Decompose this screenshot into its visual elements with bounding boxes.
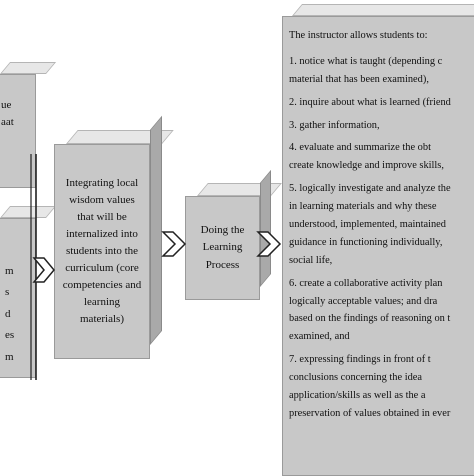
right-box: The instructor allows students to: 1. no…	[282, 16, 474, 476]
right-box-line: logically acceptable values; and dra	[289, 295, 438, 307]
right-box-line: material that has been examined),	[289, 73, 429, 85]
right-box-intro: The instructor allows students to:	[289, 30, 428, 41]
left-bottom-fragment: s	[5, 286, 10, 299]
left-bottom-fragment: es	[5, 329, 15, 342]
right-box-line: 5. logically investigate and analyze the	[289, 183, 451, 195]
chevron-arrow-icon	[256, 231, 282, 257]
left-bottom-fragment: m	[5, 350, 14, 363]
left-top-fragment: ue	[1, 99, 12, 111]
left-bottom-box: m s d es m	[0, 218, 36, 378]
right-box-line: 4. evaluate and summarize the obt	[289, 142, 431, 154]
right-box-line: 7. expressing findings in front of t	[289, 354, 431, 366]
process-box: Doing the Learning Process	[185, 196, 260, 300]
chevron-arrow-icon	[32, 257, 55, 283]
right-box-line: examined, and	[289, 331, 350, 343]
right-box-line: social life,	[289, 254, 333, 266]
right-box-line: conclusions concerning the idea	[289, 372, 423, 384]
right-box-line: 1. notice what is taught (depending c	[289, 55, 443, 67]
right-box-line: application/skills as well as the a	[289, 390, 426, 402]
middle-box: Integrating local wisdom values that wil…	[54, 144, 150, 359]
middle-box-text: Integrating local wisdom values that wil…	[62, 176, 142, 326]
right-box-line: understood, implemented, maintained	[289, 219, 446, 231]
process-box-text: Doing the Learning Process	[200, 224, 245, 271]
right-box-line: in learning materials and why these	[289, 201, 437, 213]
chevron-arrow-icon	[161, 231, 187, 257]
left-top-fragment: aat	[1, 116, 14, 129]
left-bottom-fragment: m	[5, 265, 14, 277]
right-box-line: 6. create a collaborative activity plan	[289, 277, 443, 289]
right-box-line: 2. inquire about what is learned (friend	[289, 96, 451, 108]
right-box-line: create knowledge and improve skills,	[289, 160, 444, 172]
left-bottom-fragment: d	[5, 307, 11, 320]
right-box-line: based on the findings of reasoning on t	[289, 313, 451, 325]
right-box-line: guidance in functioning individually,	[289, 236, 443, 248]
right-box-line: 3. gather information,	[289, 119, 380, 131]
right-box-line: preservation of values obtained in ever	[289, 407, 451, 419]
left-top-box: ue aat	[0, 74, 36, 188]
